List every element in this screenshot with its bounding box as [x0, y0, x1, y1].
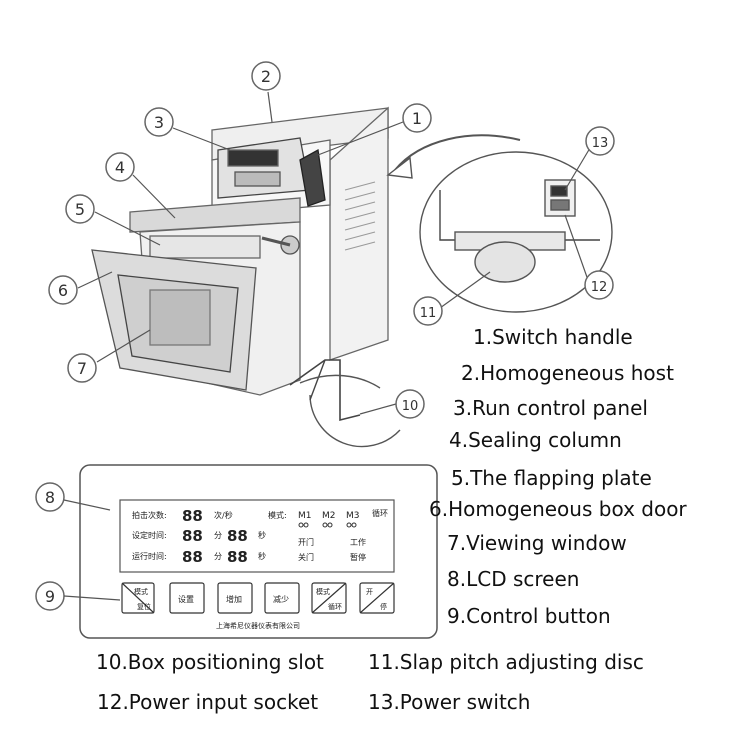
- legend-item-11: 11.Slap pitch adjusting disc: [368, 650, 644, 674]
- svg-text:12: 12: [591, 280, 608, 295]
- homogenizer-machine: [91, 106, 389, 396]
- legend-item-10: 10.Box positioning slot: [96, 650, 324, 674]
- lcd-screen: 拍击次数: 88 次/秒 设定时间: 88 分 88 秒 运行时间: 88 分 …: [119, 499, 395, 573]
- control-buttons: 模式 复位 设置 增加 减少 模式 循环: [121, 582, 395, 614]
- lcd-work: 工作: [350, 537, 366, 547]
- lcd-row1-label: 拍击次数:: [132, 510, 167, 520]
- lcd-digits-set-min: 88: [182, 527, 203, 545]
- callout-11: 11: [413, 296, 443, 326]
- svg-text:4: 4: [115, 158, 125, 177]
- svg-text:5: 5: [75, 200, 85, 219]
- svg-text:增加: 增加: [226, 594, 242, 604]
- callout-13: 13: [585, 126, 615, 156]
- lcd-mode-m1: M1: [298, 511, 312, 521]
- slot-detail-view: [289, 359, 401, 448]
- callout-3: 3: [144, 107, 174, 137]
- leader-lines: [77, 91, 591, 415]
- set-button: 设置: [169, 582, 205, 614]
- lcd-digits-rate: 88: [182, 507, 203, 525]
- lcd-unit-min-2: 分: [214, 552, 222, 561]
- lcd-mode-label: 模式:: [268, 510, 287, 520]
- svg-text:13: 13: [592, 136, 609, 151]
- lcd-row2-label: 设定时间:: [132, 530, 167, 540]
- svg-text:10: 10: [402, 399, 419, 414]
- svg-text:9: 9: [45, 587, 55, 606]
- lcd-digits-run-sec: 88: [227, 548, 248, 566]
- svg-text:停: 停: [380, 602, 387, 611]
- callout-2: 2: [251, 61, 281, 91]
- mode-reset-button: 模式 复位: [121, 582, 155, 614]
- svg-text:7: 7: [77, 359, 87, 378]
- callout-5: 5: [65, 194, 95, 224]
- svg-text:6: 6: [58, 281, 68, 300]
- svg-text:1: 1: [412, 109, 422, 128]
- svg-text:模式: 模式: [134, 587, 148, 596]
- lcd-unit-sec: 秒: [258, 530, 266, 540]
- control-panel-diagram: 拍击次数: 88 次/秒 设定时间: 88 分 88 秒 运行时间: 88 分 …: [63, 464, 438, 639]
- svg-text:循环: 循环: [328, 602, 342, 611]
- legend-item-6: 6.Homogeneous box door: [429, 497, 687, 521]
- lcd-mode-m3: M3: [346, 511, 360, 521]
- svg-text:2: 2: [261, 67, 271, 86]
- lcd-pause: 暂停: [350, 552, 366, 562]
- callout-6: 6: [48, 275, 78, 305]
- legend-item-7: 7.Viewing window: [447, 531, 627, 555]
- callout-9: 9: [35, 581, 65, 611]
- lcd-unit-min: 分: [214, 531, 222, 540]
- lcd-door-open: 开门: [298, 537, 314, 547]
- callout-10: 10: [395, 389, 425, 419]
- rear-detail-view: [386, 134, 613, 313]
- increase-button: 增加: [217, 582, 253, 614]
- legend-item-2: 2.Homogeneous host: [461, 361, 674, 385]
- lcd-row1-unit: 次/秒: [214, 510, 233, 520]
- callout-markers: 1 2 3 4 5 6 7 8 9 10 11 12 13: [35, 61, 615, 611]
- callout-8: 8: [35, 482, 65, 512]
- lcd-door-close: 关门: [298, 552, 314, 562]
- legend-item-4: 4.Sealing column: [449, 428, 622, 452]
- lcd-digits-run-min: 88: [182, 548, 203, 566]
- legend-item-9: 9.Control button: [447, 604, 611, 628]
- svg-text:11: 11: [420, 306, 437, 321]
- legend-item-12: 12.Power input socket: [97, 690, 319, 714]
- lcd-digits-set-sec: 88: [227, 527, 248, 545]
- legend-item-13: 13.Power switch: [368, 690, 531, 714]
- legend-item-8: 8.LCD screen: [447, 567, 580, 591]
- lcd-cycle: 循环: [372, 508, 388, 518]
- manufacturer-name: 上海希尼仪器仪表有限公司: [216, 621, 300, 630]
- lcd-mode-m2: M2: [322, 511, 336, 521]
- svg-text:设置: 设置: [178, 594, 194, 604]
- svg-text:开: 开: [366, 588, 373, 596]
- callout-7: 7: [67, 353, 97, 383]
- svg-text:模式: 模式: [316, 587, 330, 596]
- svg-text:3: 3: [154, 113, 164, 132]
- callout-1: 1: [402, 103, 432, 133]
- lcd-row3-label: 运行时间:: [132, 551, 167, 561]
- callout-12: 12: [584, 270, 614, 300]
- svg-text:减少: 减少: [273, 594, 289, 604]
- decrease-button: 减少: [264, 582, 300, 614]
- svg-text:8: 8: [45, 488, 55, 507]
- mode-cycle-button: 模式 循环: [311, 582, 347, 614]
- legend-item-1: 1.Switch handle: [473, 325, 633, 349]
- legend-item-5: 5.The flapping plate: [451, 466, 652, 490]
- start-stop-button: 开 停: [359, 582, 395, 614]
- callout-4: 4: [105, 152, 135, 182]
- legend-item-3: 3.Run control panel: [453, 396, 648, 420]
- svg-text:复位: 复位: [137, 602, 151, 611]
- lcd-unit-sec-2: 秒: [258, 551, 266, 561]
